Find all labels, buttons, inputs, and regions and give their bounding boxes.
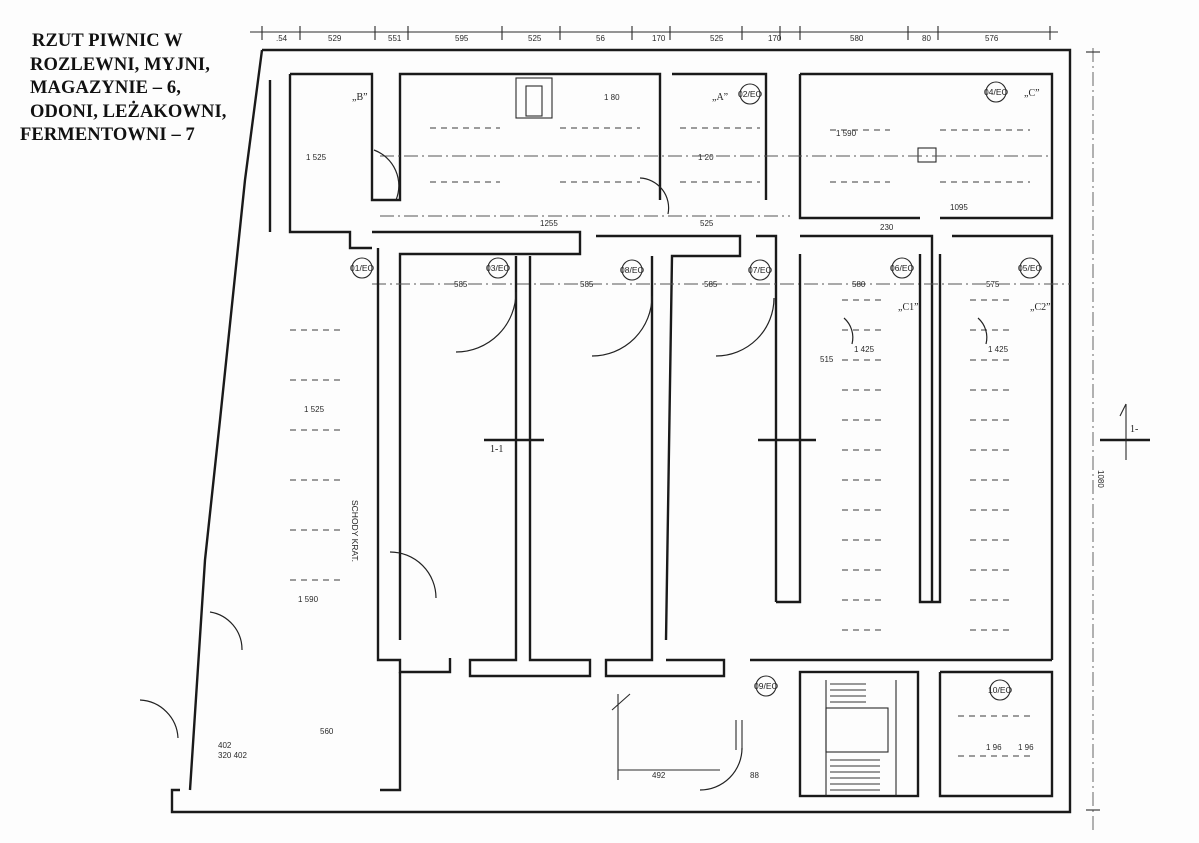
racking-rows xyxy=(290,127,1030,757)
svg-text:575: 575 xyxy=(986,280,1000,289)
svg-text:560: 560 xyxy=(320,727,334,736)
room-marker-label: 08/EO xyxy=(620,265,644,275)
corridor-band xyxy=(372,230,1070,660)
room-marker-labels: 01/EO 03/EO 08/EO 07/EO 06/EO 05/EO 02/E… xyxy=(350,87,1042,695)
svg-text:1 590: 1 590 xyxy=(298,595,319,604)
svg-text:525: 525 xyxy=(700,219,714,228)
svg-text:580: 580 xyxy=(850,34,864,43)
room-marker-label: 05/EO xyxy=(1018,263,1042,273)
title-line: ROZLEWNI, MYJNI, xyxy=(30,54,210,75)
svg-text:1 525: 1 525 xyxy=(306,153,327,162)
zone-label-c2: „C2” xyxy=(1030,302,1051,313)
svg-text:576: 576 xyxy=(985,34,999,43)
svg-text:1 425: 1 425 xyxy=(854,345,875,354)
svg-text:80: 80 xyxy=(922,34,931,43)
right-dimension-axis: 1080 xyxy=(1086,48,1105,830)
zone-label-c: „C” xyxy=(1024,88,1040,99)
zone-label-b: „B” xyxy=(352,92,368,103)
stair-note: SCHODY KRAT. xyxy=(350,500,360,562)
title-line: MAGAZYNIE – 6, xyxy=(30,78,181,98)
svg-text:170: 170 xyxy=(768,34,782,43)
svg-text:1255: 1255 xyxy=(540,219,558,228)
svg-text:1 80: 1 80 xyxy=(604,93,620,102)
svg-text:551: 551 xyxy=(388,34,402,43)
svg-text:320 402: 320 402 xyxy=(218,751,247,760)
title-line: ODONI, LEŻAKOWNI, xyxy=(30,101,227,122)
zone-label-c1: „C1” xyxy=(898,302,919,313)
stair-treads xyxy=(830,683,880,791)
title-line: RZUT PIWNIC W xyxy=(32,31,183,51)
svg-text:1 425: 1 425 xyxy=(988,345,1009,354)
svg-text:1-: 1- xyxy=(1130,424,1138,435)
room-marker-label: 04/EO xyxy=(984,87,1008,97)
svg-text:525: 525 xyxy=(710,34,724,43)
svg-text:1-1: 1-1 xyxy=(490,444,503,455)
svg-text:1 20: 1 20 xyxy=(698,153,714,162)
room-marker-label: 09/EO xyxy=(754,681,778,691)
room-marker-label: 03/EO xyxy=(486,263,510,273)
svg-text:402: 402 xyxy=(218,741,232,750)
door-swings xyxy=(139,149,988,791)
svg-text:525: 525 xyxy=(528,34,542,43)
svg-text:1 96: 1 96 xyxy=(1018,743,1034,752)
svg-text:529: 529 xyxy=(328,34,342,43)
svg-text:1095: 1095 xyxy=(950,203,968,212)
svg-text:585: 585 xyxy=(704,280,718,289)
room-marker-circles xyxy=(351,81,1041,701)
interior-dimensions: 585 585 585 580 575 1255 525 1 525 1 525… xyxy=(218,93,1034,780)
svg-text:.54: .54 xyxy=(276,34,288,43)
svg-text:1 590: 1 590 xyxy=(836,129,857,138)
zone-label-a: „A” xyxy=(712,92,728,103)
svg-text:580: 580 xyxy=(852,280,866,289)
room-marker-label: 01/EO xyxy=(350,263,374,273)
room-marker-label: 06/EO xyxy=(890,263,914,273)
svg-text:1 525: 1 525 xyxy=(304,405,325,414)
svg-text:1 96: 1 96 xyxy=(986,743,1002,752)
svg-text:515: 515 xyxy=(820,355,834,364)
outer-walls xyxy=(170,48,1072,814)
svg-text:230: 230 xyxy=(880,223,894,232)
wall-opening-marks xyxy=(611,403,1127,780)
svg-text:492: 492 xyxy=(652,771,666,780)
svg-text:56: 56 xyxy=(596,34,605,43)
room-marker-label: 10/EO xyxy=(988,685,1012,695)
svg-text:595: 595 xyxy=(455,34,469,43)
svg-text:170: 170 xyxy=(652,34,666,43)
top-dimension-chain: .54 529 551 595 525 56 170 525 170 580 8… xyxy=(250,26,1058,43)
svg-text:585: 585 xyxy=(454,280,468,289)
svg-text:88: 88 xyxy=(750,771,759,780)
room-marker-label: 02/EO xyxy=(738,89,762,99)
upper-rooms xyxy=(290,72,1054,220)
drawing-title: RZUT PIWNIC W ROZLEWNI, MYJNI, MAGAZYNIE… xyxy=(14,30,254,148)
svg-text:585: 585 xyxy=(580,280,594,289)
zone-letter-labels: „B” „A” „C” „C1” „C2” xyxy=(352,88,1051,313)
svg-text:1080: 1080 xyxy=(1096,470,1105,488)
title-line: FERMENTOWNI – 7 xyxy=(20,125,195,145)
section-cut-markers: 1-1 1- xyxy=(484,404,1150,460)
cellar-partitions xyxy=(376,248,1052,792)
lower-rooms xyxy=(618,670,1054,798)
room-marker-label: 07/EO xyxy=(748,265,772,275)
